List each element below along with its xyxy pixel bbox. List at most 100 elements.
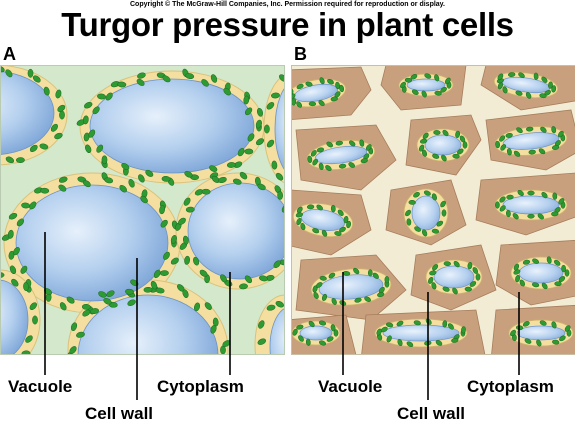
chloroplast: [291, 98, 297, 106]
chloroplast: [539, 320, 547, 326]
chloroplast: [226, 162, 236, 168]
copyright-notice: Copyright © The McGraw-Hill Companies, I…: [129, 1, 446, 8]
chloroplast: [564, 269, 570, 277]
chloroplast: [199, 269, 208, 277]
chloroplast: [499, 205, 506, 212]
chloroplast: [257, 338, 267, 345]
chloroplast: [455, 130, 460, 139]
chloroplast: [40, 187, 50, 194]
chloroplasts: [291, 72, 572, 348]
chloroplast: [136, 78, 145, 86]
chloroplast: [232, 178, 242, 185]
chloroplast: [552, 339, 560, 345]
label-vacuole-b: Vacuole: [318, 377, 383, 396]
chloroplast: [364, 296, 371, 302]
chloroplast: [210, 74, 218, 83]
chloroplast: [9, 265, 17, 275]
chloroplast: [150, 280, 158, 290]
chloroplast: [319, 77, 325, 85]
chloroplast: [96, 144, 104, 153]
chloroplast: [84, 101, 93, 109]
chloroplast: [0, 272, 5, 278]
chloroplast: [319, 340, 326, 346]
chloroplast: [296, 206, 303, 214]
chloroplast: [539, 93, 547, 99]
chloroplast: [515, 325, 524, 331]
chloroplast: [308, 101, 317, 107]
chloroplast: [318, 162, 324, 170]
chloroplast: [8, 250, 15, 260]
chloroplast: [184, 255, 190, 265]
chloroplast: [70, 322, 78, 331]
chloroplast: [201, 188, 211, 195]
chloroplast: [326, 336, 334, 342]
chloroplast: [271, 160, 278, 170]
chloroplast: [308, 320, 315, 328]
chloroplast: [495, 201, 500, 209]
chloroplast: [441, 154, 447, 162]
chloroplast: [518, 72, 525, 79]
chloroplast: [541, 282, 548, 290]
chloroplast: [343, 215, 349, 224]
panel-b-letter: B: [294, 44, 307, 64]
chloroplast: [255, 119, 262, 129]
chloroplast: [447, 323, 454, 330]
chloroplast: [88, 129, 96, 138]
chloroplast: [513, 263, 520, 271]
chloroplast: [333, 329, 339, 337]
chloroplast: [338, 163, 347, 169]
chloroplast: [266, 304, 276, 311]
chloroplast: [422, 132, 429, 140]
chloroplast: [541, 191, 548, 199]
chloroplast: [551, 126, 557, 134]
chloroplast: [516, 127, 523, 134]
chloroplast: [137, 72, 146, 79]
chloroplast: [128, 179, 135, 188]
chloroplast: [551, 321, 557, 329]
chloroplast: [431, 193, 437, 201]
chloroplast: [255, 138, 265, 146]
chloroplast: [432, 153, 440, 159]
chloroplast: [318, 320, 327, 326]
chloroplast: [92, 106, 100, 115]
chloroplast: [442, 129, 449, 137]
chloroplast: [101, 155, 108, 165]
chloroplast: [515, 275, 521, 283]
chloroplast: [405, 209, 411, 217]
chloroplast: [259, 275, 268, 282]
chloroplast: [536, 339, 542, 347]
chloroplast: [335, 140, 343, 146]
chloroplast: [55, 89, 62, 99]
chloroplast: [348, 162, 356, 168]
chloroplast: [257, 183, 266, 191]
chloroplast: [462, 141, 468, 149]
chloroplast: [85, 144, 92, 154]
chloroplast: [367, 269, 373, 277]
chloroplast: [185, 73, 195, 80]
chloroplast: [275, 300, 284, 308]
chloroplast: [16, 218, 25, 227]
label-cell-wall-b: Cell wall: [397, 404, 466, 423]
chloroplast: [153, 269, 161, 278]
chloroplast: [193, 256, 200, 266]
chloroplast: [306, 204, 315, 210]
chloroplast: [325, 165, 332, 172]
chloroplast: [515, 90, 523, 96]
chloroplast: [441, 209, 447, 217]
chloroplast: [434, 90, 442, 96]
chloroplast: [39, 143, 49, 150]
chloroplast: [359, 139, 365, 147]
chloroplast: [380, 326, 388, 333]
chloroplast: [185, 206, 195, 213]
chloroplast: [330, 204, 336, 213]
chloroplast: [442, 286, 450, 292]
chloroplast: [418, 144, 425, 152]
chloroplast: [127, 299, 136, 306]
chloroplast: [330, 324, 336, 332]
chloroplast: [431, 228, 440, 234]
chloroplast: [461, 326, 466, 334]
chloroplast: [377, 292, 385, 298]
chloroplast: [182, 289, 189, 298]
chloroplast: [421, 90, 427, 98]
chloroplast: [522, 259, 531, 265]
